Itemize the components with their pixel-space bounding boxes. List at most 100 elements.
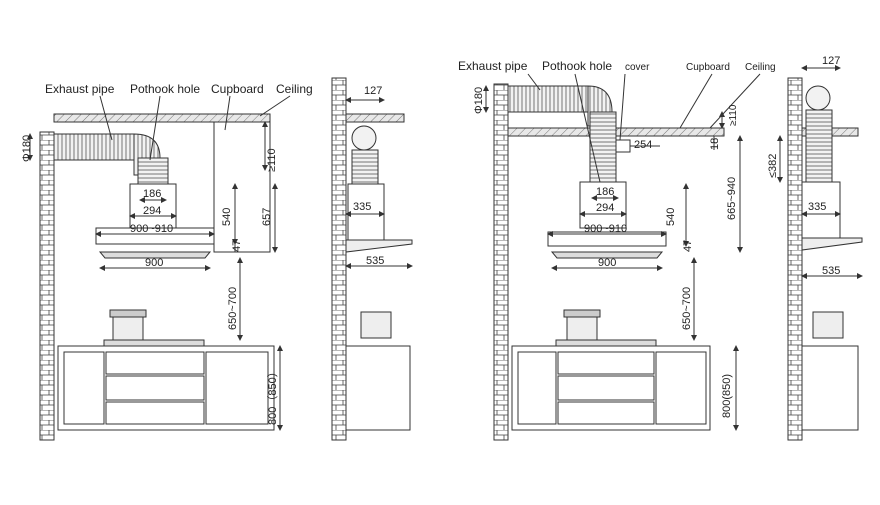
right-side-view [777, 65, 863, 441]
rs-chimney [801, 181, 841, 239]
rs-cabinet [801, 345, 859, 431]
dim-294: 294 [143, 205, 161, 217]
rs-hood [801, 237, 863, 251]
drawer-2 [105, 375, 205, 401]
right-front-text: Exhaust pipe Pothook hole cover Cupboard… [458, 59, 776, 418]
side-pot [360, 311, 392, 339]
rs-pipe-circle [805, 85, 831, 111]
pot [112, 315, 144, 343]
side-duct [351, 149, 379, 185]
rs-dim-335: 335 [808, 201, 826, 213]
r-leader-cover [619, 73, 626, 141]
r-dim-650-700: 650~700 [681, 287, 693, 330]
dim-800-850: 800（850） [266, 366, 279, 425]
r-dim-47: 47 [682, 240, 694, 252]
r-dim-pipe-dia: Φ180 [473, 87, 485, 114]
left-front-text: Exhaust pipe Pothook hole Cupboard Ceili… [21, 82, 313, 425]
hood-glass [98, 251, 212, 259]
r-dim-gap-top: ≥110 [728, 104, 739, 126]
brick-wall [39, 131, 55, 441]
r-cabinet-door-left [517, 351, 557, 425]
r-dim-254: 254 [634, 139, 652, 151]
r-cabinet [511, 345, 711, 431]
r-cover [615, 139, 631, 153]
left-side-view [331, 77, 413, 441]
label-exhaust-pipe: Exhaust pipe [45, 82, 115, 96]
side-dim-335-text: 335 [353, 201, 371, 213]
dim-900-910: 900~910 [130, 223, 173, 235]
label-cupboard: Cupboard [211, 82, 264, 96]
r-dim-18: 18 [709, 138, 721, 150]
exhaust-pipe [53, 133, 135, 161]
r-dim-294: 294 [596, 202, 614, 214]
label-ceiling: Ceiling [276, 82, 313, 96]
left-front-view [27, 95, 291, 441]
leader-exhaust [99, 95, 113, 141]
ceiling-slab [53, 113, 271, 123]
side-pipe-circle [351, 125, 377, 151]
side-brick-wall [331, 77, 347, 441]
dim-pipe-dia: Φ180 [21, 135, 33, 162]
drawer-3 [105, 401, 205, 425]
left-side-text: 127 335 535 [353, 85, 384, 267]
dim-47: 47 [231, 240, 243, 252]
label-pothook-hole: Pothook hole [130, 82, 200, 96]
r-drawer-2 [557, 375, 655, 401]
side-dim-127-text: 127 [364, 85, 382, 97]
r-dim-186: 186 [596, 186, 614, 198]
cooktop [103, 339, 205, 347]
r-leader-cupboard [679, 73, 713, 129]
r-brick-wall [493, 83, 509, 441]
right-side-text: 127 ≤382 335 535 [767, 55, 840, 277]
r-pot-lid [563, 309, 601, 318]
r-cooktop [555, 339, 657, 347]
r-leader-pothook [574, 73, 601, 183]
right-front-view [483, 73, 761, 441]
rs-duct [805, 109, 833, 183]
r-label-pothook-hole: Pothook hole [542, 59, 612, 73]
cabinet-door-right [205, 351, 269, 425]
cabinet-door-left [63, 351, 105, 425]
cabinet [57, 345, 275, 431]
pot-lid [109, 309, 147, 318]
r-dim-800-850: 800(850) [721, 374, 733, 418]
r-cabinet-door-right [655, 351, 707, 425]
r-label-ceiling: Ceiling [745, 62, 776, 73]
r-dim-540: 540 [665, 208, 677, 226]
leader-pothook [149, 95, 161, 161]
dim-900: 900 [145, 257, 163, 269]
r-leader-exhaust [527, 73, 541, 91]
r-label-cupboard: Cupboard [686, 62, 730, 73]
rs-pot [812, 311, 844, 339]
side-ceiling [345, 113, 405, 123]
cupboard [213, 121, 271, 253]
side-dim-535-text: 535 [366, 255, 384, 267]
r-drawer-3 [557, 401, 655, 425]
rs-dim-535: 535 [822, 265, 840, 277]
r-label-cover: cover [625, 62, 650, 73]
side-cabinet [345, 345, 411, 431]
r-drawer-1 [557, 351, 655, 375]
leader-cupboard [224, 95, 231, 131]
r-pot [566, 315, 598, 343]
r-dim-900-910: 900~910 [584, 223, 627, 235]
rs-dim-382: ≤382 [767, 154, 779, 178]
r-leader-ceiling [709, 73, 761, 129]
r-label-exhaust-pipe: Exhaust pipe [458, 59, 528, 73]
leader-ceiling [259, 95, 291, 117]
r-dim-665-940: 665~940 [726, 177, 738, 220]
r-chimney [579, 181, 627, 229]
dim-657: 657 [261, 208, 273, 226]
r-hood-glass [550, 251, 664, 259]
dim-540: 540 [221, 208, 233, 226]
drawer-1 [105, 351, 205, 375]
dim-186: 186 [143, 188, 161, 200]
dim-gap-top: ≥110 [266, 148, 278, 172]
r-vertical-duct [589, 111, 617, 183]
side-hood [345, 239, 413, 253]
r-exhaust-pipe [507, 85, 589, 113]
rs-dim-127: 127 [822, 55, 840, 67]
dim-650-700: 650~700 [227, 287, 239, 330]
r-dim-900: 900 [598, 257, 616, 269]
